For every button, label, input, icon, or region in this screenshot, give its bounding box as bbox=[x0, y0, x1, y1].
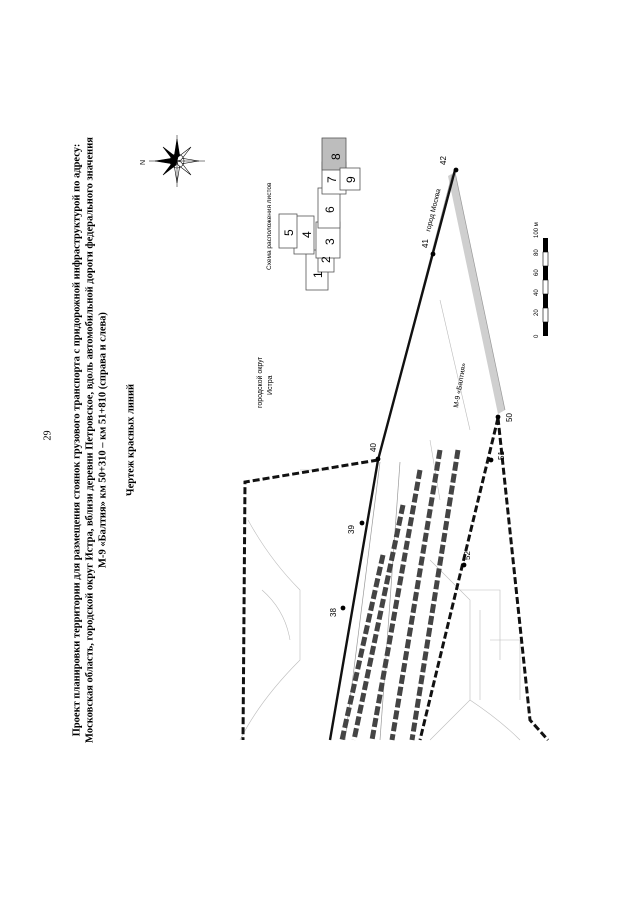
sheet-5: 5 bbox=[282, 229, 296, 236]
point-label-40: 40 bbox=[369, 443, 378, 452]
scale-tick-60: 60 bbox=[534, 269, 540, 276]
point-label-38: 38 bbox=[329, 608, 338, 617]
red-lines bbox=[328, 169, 457, 741]
district-label-1: городской округ bbox=[256, 356, 264, 408]
point-label-39: 39 bbox=[347, 525, 356, 534]
scale-tick-20: 20 bbox=[534, 309, 540, 316]
sheet-1: 1 bbox=[311, 271, 325, 278]
sheet-3: 3 bbox=[323, 238, 337, 245]
district-label-2: Истра bbox=[267, 375, 274, 395]
hatched-strips bbox=[339, 449, 461, 741]
sheet-scheme bbox=[278, 137, 361, 291]
sheet-scheme-title: Схема расположения листов bbox=[266, 182, 273, 270]
scale-tick-100: 100 м bbox=[534, 222, 540, 238]
sheet-7: 7 bbox=[325, 176, 339, 183]
scale-tick-40: 40 bbox=[534, 289, 540, 296]
sheet-8: 8 bbox=[329, 153, 343, 160]
sheet-2: 2 bbox=[319, 256, 333, 263]
compass-north-label: N bbox=[140, 160, 147, 165]
point-label-51: 51 bbox=[497, 451, 506, 460]
point-label-52: 52 bbox=[463, 551, 472, 560]
survey-points bbox=[340, 167, 501, 611]
scale-bar bbox=[542, 238, 549, 336]
point-label-41: 41 bbox=[421, 239, 430, 248]
sheet-9: 9 bbox=[344, 176, 358, 183]
background-lines bbox=[239, 299, 521, 741]
scale-tick-80: 80 bbox=[534, 249, 540, 256]
compass-rose-icon bbox=[149, 135, 205, 187]
sheet-6: 6 bbox=[323, 206, 337, 213]
road-strip bbox=[448, 172, 505, 414]
boundary-lines bbox=[241, 417, 550, 742]
scale-tick-0: 0 bbox=[534, 334, 540, 338]
sheet-4: 4 bbox=[300, 231, 314, 238]
point-label-50: 50 bbox=[505, 413, 514, 422]
point-label-42: 42 bbox=[439, 156, 448, 165]
road-label: М-9 «Балтия» bbox=[453, 362, 468, 408]
